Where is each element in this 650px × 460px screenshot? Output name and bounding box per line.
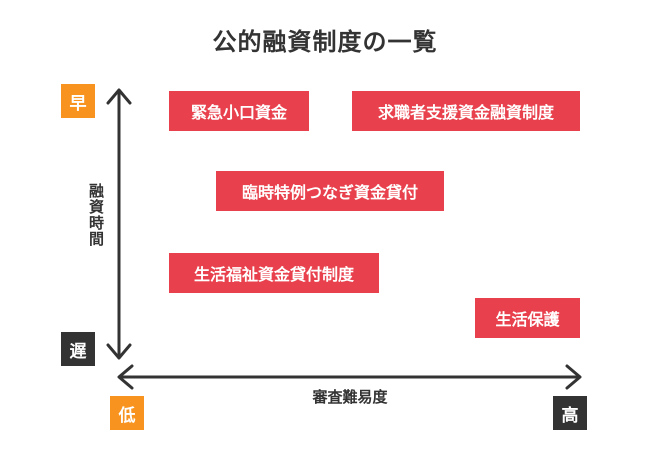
high-badge: 高 [553, 396, 587, 430]
fast-badge: 早 [61, 84, 95, 118]
x-axis-arrow-left [117, 364, 134, 390]
item-temporary-bridge-loan: 臨時特例つなぎ資金貸付 [216, 171, 444, 211]
slow-badge: 遅 [61, 332, 95, 366]
item-job-seeker-support-loan: 求職者支援資金融資制度 [352, 91, 580, 131]
low-badge: 低 [110, 396, 144, 430]
y-axis-arrow-down [106, 343, 132, 360]
y-axis-arrow-up [106, 88, 132, 105]
diagram-title: 公的融資制度の一覧 [212, 28, 438, 56]
item-livelihood-welfare-loan: 生活福祉資金貸付制度 [169, 253, 379, 293]
y-axis-label: 融資時間 [87, 183, 105, 247]
item-emergency-small-fund: 緊急小口資金 [169, 91, 309, 131]
item-public-assistance: 生活保護 [475, 298, 580, 338]
x-axis-arrow-right [565, 364, 582, 390]
x-axis-label: 審査難易度 [312, 388, 388, 406]
